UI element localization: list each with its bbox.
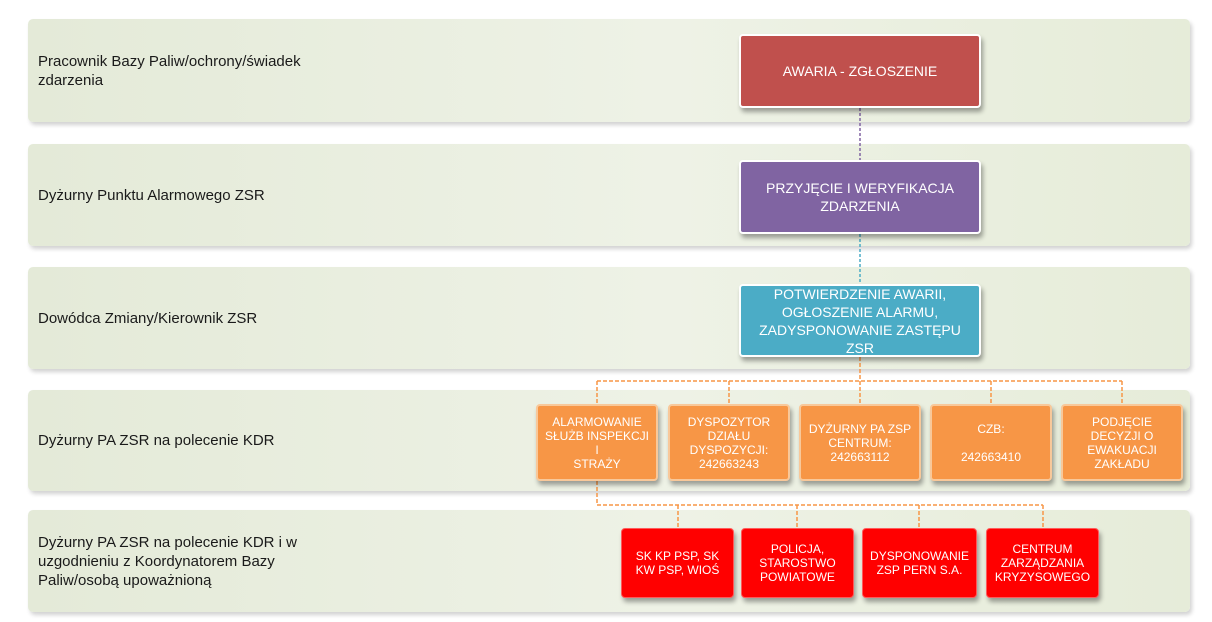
sk-kp-psp-box: SK KP PSP, SK KW PSP, WIOŚ — [621, 528, 734, 598]
przyjecie-weryfikacja-box: PRZYJĘCIE I WERYFIKACJA ZDARZENIA — [739, 160, 981, 234]
centrum-zarzadzania-box: CENTRUM ZARZĄDZANIA KRYZYSOWEGO — [986, 528, 1099, 598]
dyzurny-pa-zsp-box: DYŻURNY PA ZSP CENTRUM: 242663112 — [799, 404, 921, 481]
lane-alarm-point: Dyżurny Punktu Alarmowego ZSR — [28, 144, 1190, 246]
lane-label: Dyżurny PA ZSR na polecenie KDR — [38, 432, 275, 449]
ewakuacja-box: PODJĘCIE DECYZJI O EWAKUACJI ZAKŁADU — [1061, 404, 1183, 481]
awaria-zgloszenie-box: AWARIA - ZGŁOSZENIE — [739, 34, 981, 108]
lane-label: Dyżurny PA ZSR na polecenie KDR i w uzgo… — [38, 533, 297, 589]
lane-label: Dowódca Zmiany/Kierownik ZSR — [38, 309, 258, 327]
dysponowanie-zsp-box: DYSPONOWANIE ZSP PERN S.A. — [862, 528, 977, 598]
lane-reporter: Pracownik Bazy Paliw/ochrony/świadek zda… — [28, 19, 1190, 122]
lane-label: Pracownik Bazy Paliw/ochrony/świadek zda… — [38, 52, 301, 89]
policja-box: POLICJA, STAROSTWO POWIATOWE — [741, 528, 854, 598]
dyspozytor-box: DYSPOZYTOR DZIAŁU DYSPOZYCJI: 242663243 — [668, 404, 790, 481]
lane-commander: Dowódca Zmiany/Kierownik ZSR — [28, 267, 1190, 369]
potwierdzenie-awarii-box: POTWIERDZENIE AWARII, OGŁOSZENIE ALARMU,… — [739, 284, 981, 357]
alarmowanie-sluzb-box: ALARMOWANIE SŁUŻB INSPEKCJI I STRAŻY — [536, 404, 658, 481]
lane-label: Dyżurny Punktu Alarmowego ZSR — [38, 186, 265, 204]
czb-box: CZB: 242663410 — [930, 404, 1052, 481]
